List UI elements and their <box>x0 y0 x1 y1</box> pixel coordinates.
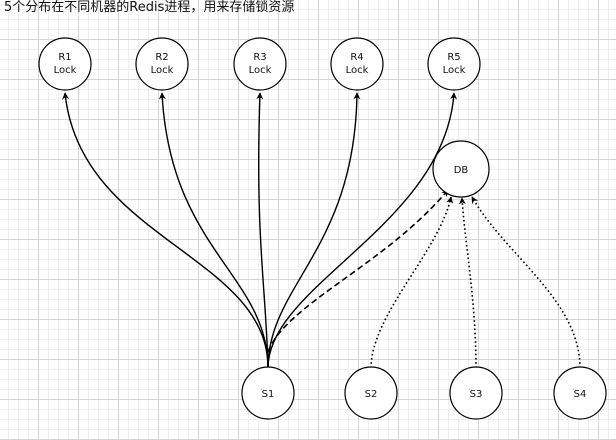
edge-s1-r5 <box>267 92 458 369</box>
node-s2[interactable]: S2 <box>344 366 398 420</box>
edge-s1-r1 <box>62 92 269 369</box>
node-r2-title: R2 <box>155 52 168 63</box>
node-s2-title: S2 <box>365 389 378 400</box>
node-r1-title: R1 <box>58 52 71 63</box>
edge-s1-r2 <box>158 92 269 369</box>
node-s4[interactable]: S4 <box>553 366 607 420</box>
node-r5-subtitle: Lock <box>443 65 466 76</box>
node-r4-title: R4 <box>350 52 363 63</box>
node-r3-title: R3 <box>253 52 266 63</box>
edge-s1-r4 <box>267 92 361 369</box>
node-r2[interactable]: R2 Lock <box>135 37 189 91</box>
node-r1[interactable]: R1 Lock <box>38 37 92 91</box>
node-db-title: DB <box>454 165 469 176</box>
node-r4-subtitle: Lock <box>346 65 369 76</box>
node-s3[interactable]: S3 <box>449 366 503 420</box>
node-db[interactable]: DB <box>432 140 490 198</box>
node-r1-subtitle: Lock <box>54 65 77 76</box>
edge-s3-db <box>458 197 477 369</box>
edges-group <box>62 92 581 369</box>
edge-s1-db <box>267 189 449 353</box>
edge-s4-db <box>471 196 581 369</box>
nodes-group: R1 Lock R2 Lock R3 Lock R4 Lock R5 L <box>38 37 607 420</box>
node-s1-title: S1 <box>262 389 275 400</box>
edge-s2-db <box>370 196 454 369</box>
node-r2-subtitle: Lock <box>151 65 174 76</box>
node-s1[interactable]: S1 <box>241 366 295 420</box>
node-s4-title: S4 <box>574 389 587 400</box>
diagram-caption: 5个分布在不同机器的Redis进程，用来存储锁资源 <box>4 0 295 15</box>
node-r3[interactable]: R3 Lock <box>233 37 287 91</box>
edge-s1-r3 <box>256 92 269 369</box>
node-r4[interactable]: R4 Lock <box>330 37 384 91</box>
node-s3-title: S3 <box>470 389 483 400</box>
node-r5-title: R5 <box>447 52 460 63</box>
node-r3-subtitle: Lock <box>249 65 272 76</box>
node-r5[interactable]: R5 Lock <box>427 37 481 91</box>
